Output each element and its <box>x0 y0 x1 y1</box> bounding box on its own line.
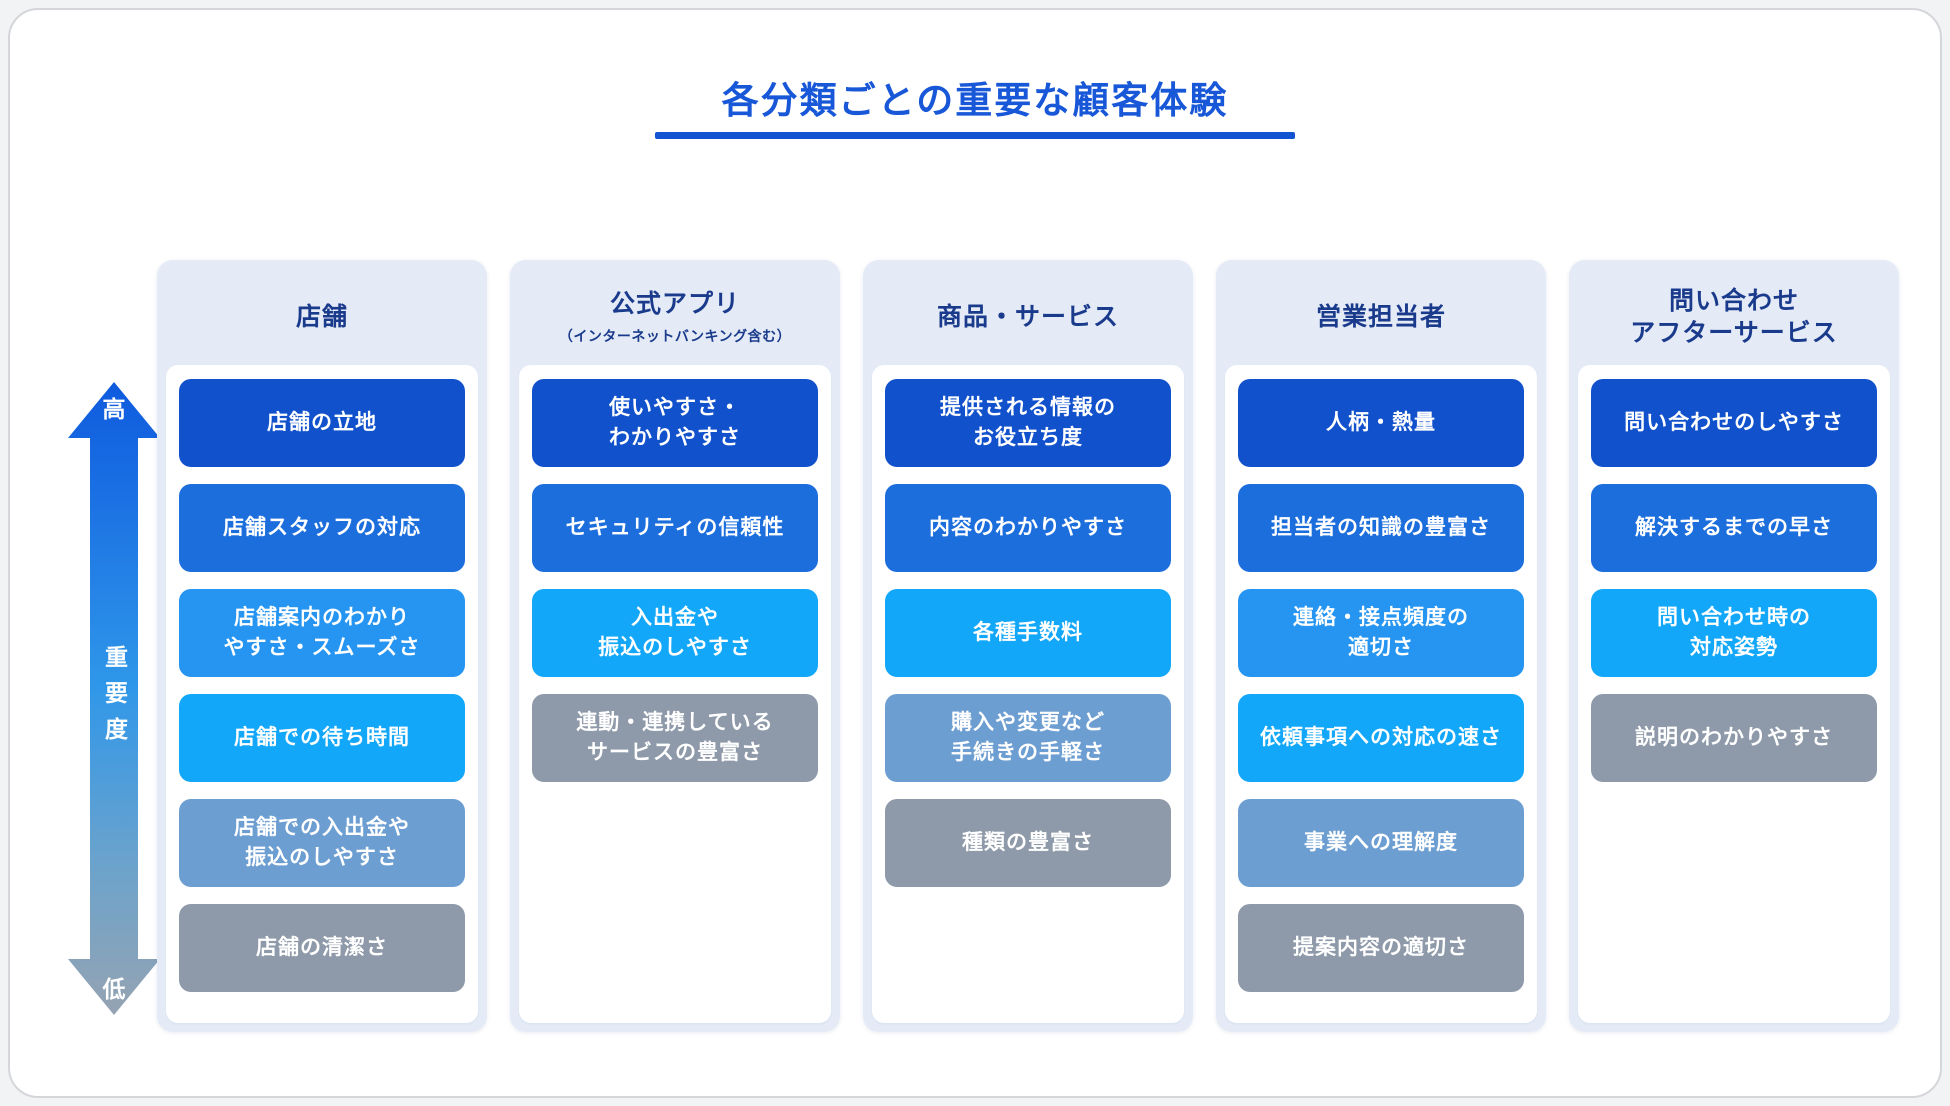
category-header: 商品・サービス <box>872 269 1184 365</box>
experience-item-label: 説明のわかりやすさ <box>1635 725 1833 749</box>
experience-item: 担当者の知識の豊富さ <box>1238 484 1524 572</box>
experience-item: 入出金や 振込のしやすさ <box>532 589 818 677</box>
experience-item: 店舗での入出金や 振込のしやすさ <box>179 799 465 887</box>
experience-item: 連動・連携している サービスの豊富さ <box>532 694 818 782</box>
experience-item-label: 使いやすさ・ わかりやすさ <box>609 395 741 449</box>
category-items-panel: 提供される情報の お役立ち度 内容のわかりやすさ 各種手数料 購入や変更など 手… <box>872 365 1184 1023</box>
experience-item-label: セキュリティの信頼性 <box>565 515 785 539</box>
experience-item-label: 提案内容の適切さ <box>1293 935 1469 959</box>
experience-item: セキュリティの信頼性 <box>532 484 818 572</box>
category-title: 商品・サービス <box>936 302 1119 331</box>
importance-axis: 高 重要度 低 <box>68 382 160 1015</box>
category-items-panel: 人柄・熱量 担当者の知識の豊富さ 連絡・接点頻度の 適切さ 依頼事項への対応の速… <box>1225 365 1537 1023</box>
category-column: 店舗 店舗の立地 店舗スタッフの対応 店舗案内のわかり やすさ・スムーズさ 店舗… <box>157 260 487 1032</box>
experience-item-label: 事業への理解度 <box>1304 830 1458 854</box>
experience-item-label: 人柄・熱量 <box>1326 410 1436 434</box>
experience-item: 店舗の立地 <box>179 379 465 467</box>
category-columns: 店舗 店舗の立地 店舗スタッフの対応 店舗案内のわかり やすさ・スムーズさ 店舗… <box>157 260 1899 1032</box>
experience-item-label: 依頼事項への対応の速さ <box>1260 725 1502 749</box>
category-header: 問い合わせ アフターサービス <box>1578 269 1890 365</box>
experience-item: 店舗案内のわかり やすさ・スムーズさ <box>179 589 465 677</box>
experience-item-label: 解決するまでの早さ <box>1635 515 1833 539</box>
experience-item-label: 店舗での待ち時間 <box>234 725 410 749</box>
category-title: 店舗 <box>295 302 348 331</box>
category-header: 営業担当者 <box>1225 269 1537 365</box>
experience-item: 各種手数料 <box>885 589 1171 677</box>
experience-item-label: 店舗案内のわかり やすさ・スムーズさ <box>223 605 421 659</box>
experience-item: 説明のわかりやすさ <box>1591 694 1877 782</box>
title-underline <box>655 132 1295 139</box>
experience-item-label: 問い合わせのしやすさ <box>1624 410 1844 434</box>
experience-item: 店舗の清潔さ <box>179 904 465 992</box>
experience-item-label: 内容のわかりやすさ <box>929 515 1127 539</box>
experience-item-label: 店舗の立地 <box>267 410 377 434</box>
experience-item: 店舗スタッフの対応 <box>179 484 465 572</box>
experience-item: 解決するまでの早さ <box>1591 484 1877 572</box>
experience-item: 問い合わせのしやすさ <box>1591 379 1877 467</box>
experience-item-label: 各種手数料 <box>973 620 1083 644</box>
experience-item-label: 連動・連携している サービスの豊富さ <box>576 710 774 764</box>
experience-item: 問い合わせ時の 対応姿勢 <box>1591 589 1877 677</box>
page-title: 各分類ごとの重要な顧客体験 <box>721 80 1229 121</box>
category-items-panel: 店舗の立地 店舗スタッフの対応 店舗案内のわかり やすさ・スムーズさ 店舗での待… <box>166 365 478 1023</box>
category-column: 公式アプリ （インターネットバンキング含む） 使いやすさ・ わかりやすさ セキュ… <box>510 260 840 1032</box>
experience-item-label: 提供される情報の お役立ち度 <box>940 395 1116 449</box>
category-title: 問い合わせ アフターサービス <box>1630 286 1838 348</box>
category-header: 公式アプリ （インターネットバンキング含む） <box>519 269 831 365</box>
category-items-panel: 問い合わせのしやすさ 解決するまでの早さ 問い合わせ時の 対応姿勢 説明のわかり… <box>1578 365 1890 1023</box>
category-items-panel: 使いやすさ・ わかりやすさ セキュリティの信頼性 入出金や 振込のしやすさ 連動… <box>519 365 831 1023</box>
experience-item-label: 店舗スタッフの対応 <box>223 515 421 539</box>
category-title: 営業担当者 <box>1315 302 1446 331</box>
experience-item-label: 担当者の知識の豊富さ <box>1271 515 1491 539</box>
axis-importance-label: 重要度 <box>101 644 128 753</box>
experience-item-label: 店舗での入出金や 振込のしやすさ <box>234 815 410 869</box>
experience-item-label: 入出金や 振込のしやすさ <box>598 605 752 659</box>
axis-high-label: 高 <box>102 396 126 422</box>
experience-item-label: 購入や変更など 手続きの手軽さ <box>951 710 1105 764</box>
category-column: 営業担当者 人柄・熱量 担当者の知識の豊富さ 連絡・接点頻度の 適切さ 依頼事項… <box>1216 260 1546 1032</box>
experience-item-label: 店舗の清潔さ <box>256 935 388 959</box>
category-subtitle: （インターネットバンキング含む） <box>558 327 792 344</box>
experience-item: 事業への理解度 <box>1238 799 1524 887</box>
experience-item-label: 問い合わせ時の 対応姿勢 <box>1657 605 1811 659</box>
content-card: 各分類ごとの重要な顧客体験 高 重要度 低 店舗 店舗の立地 店舗スタッフの対応… <box>8 8 1942 1098</box>
experience-item: 提案内容の適切さ <box>1238 904 1524 992</box>
experience-item: 種類の豊富さ <box>885 799 1171 887</box>
experience-item: 購入や変更など 手続きの手軽さ <box>885 694 1171 782</box>
experience-item: 提供される情報の お役立ち度 <box>885 379 1171 467</box>
experience-item-label: 連絡・接点頻度の 適切さ <box>1293 605 1469 659</box>
experience-item-label: 種類の豊富さ <box>962 830 1094 854</box>
experience-item: 人柄・熱量 <box>1238 379 1524 467</box>
axis-low-label: 低 <box>102 976 126 1002</box>
experience-item: 依頼事項への対応の速さ <box>1238 694 1524 782</box>
category-column: 問い合わせ アフターサービス 問い合わせのしやすさ 解決するまでの早さ 問い合わ… <box>1569 260 1899 1032</box>
experience-item: 店舗での待ち時間 <box>179 694 465 782</box>
experience-item: 内容のわかりやすさ <box>885 484 1171 572</box>
experience-item: 使いやすさ・ わかりやすさ <box>532 379 818 467</box>
category-header: 店舗 <box>166 269 478 365</box>
category-column: 商品・サービス 提供される情報の お役立ち度 内容のわかりやすさ 各種手数料 購… <box>863 260 1193 1032</box>
category-title: 公式アプリ <box>609 290 740 319</box>
experience-item: 連絡・接点頻度の 適切さ <box>1238 589 1524 677</box>
